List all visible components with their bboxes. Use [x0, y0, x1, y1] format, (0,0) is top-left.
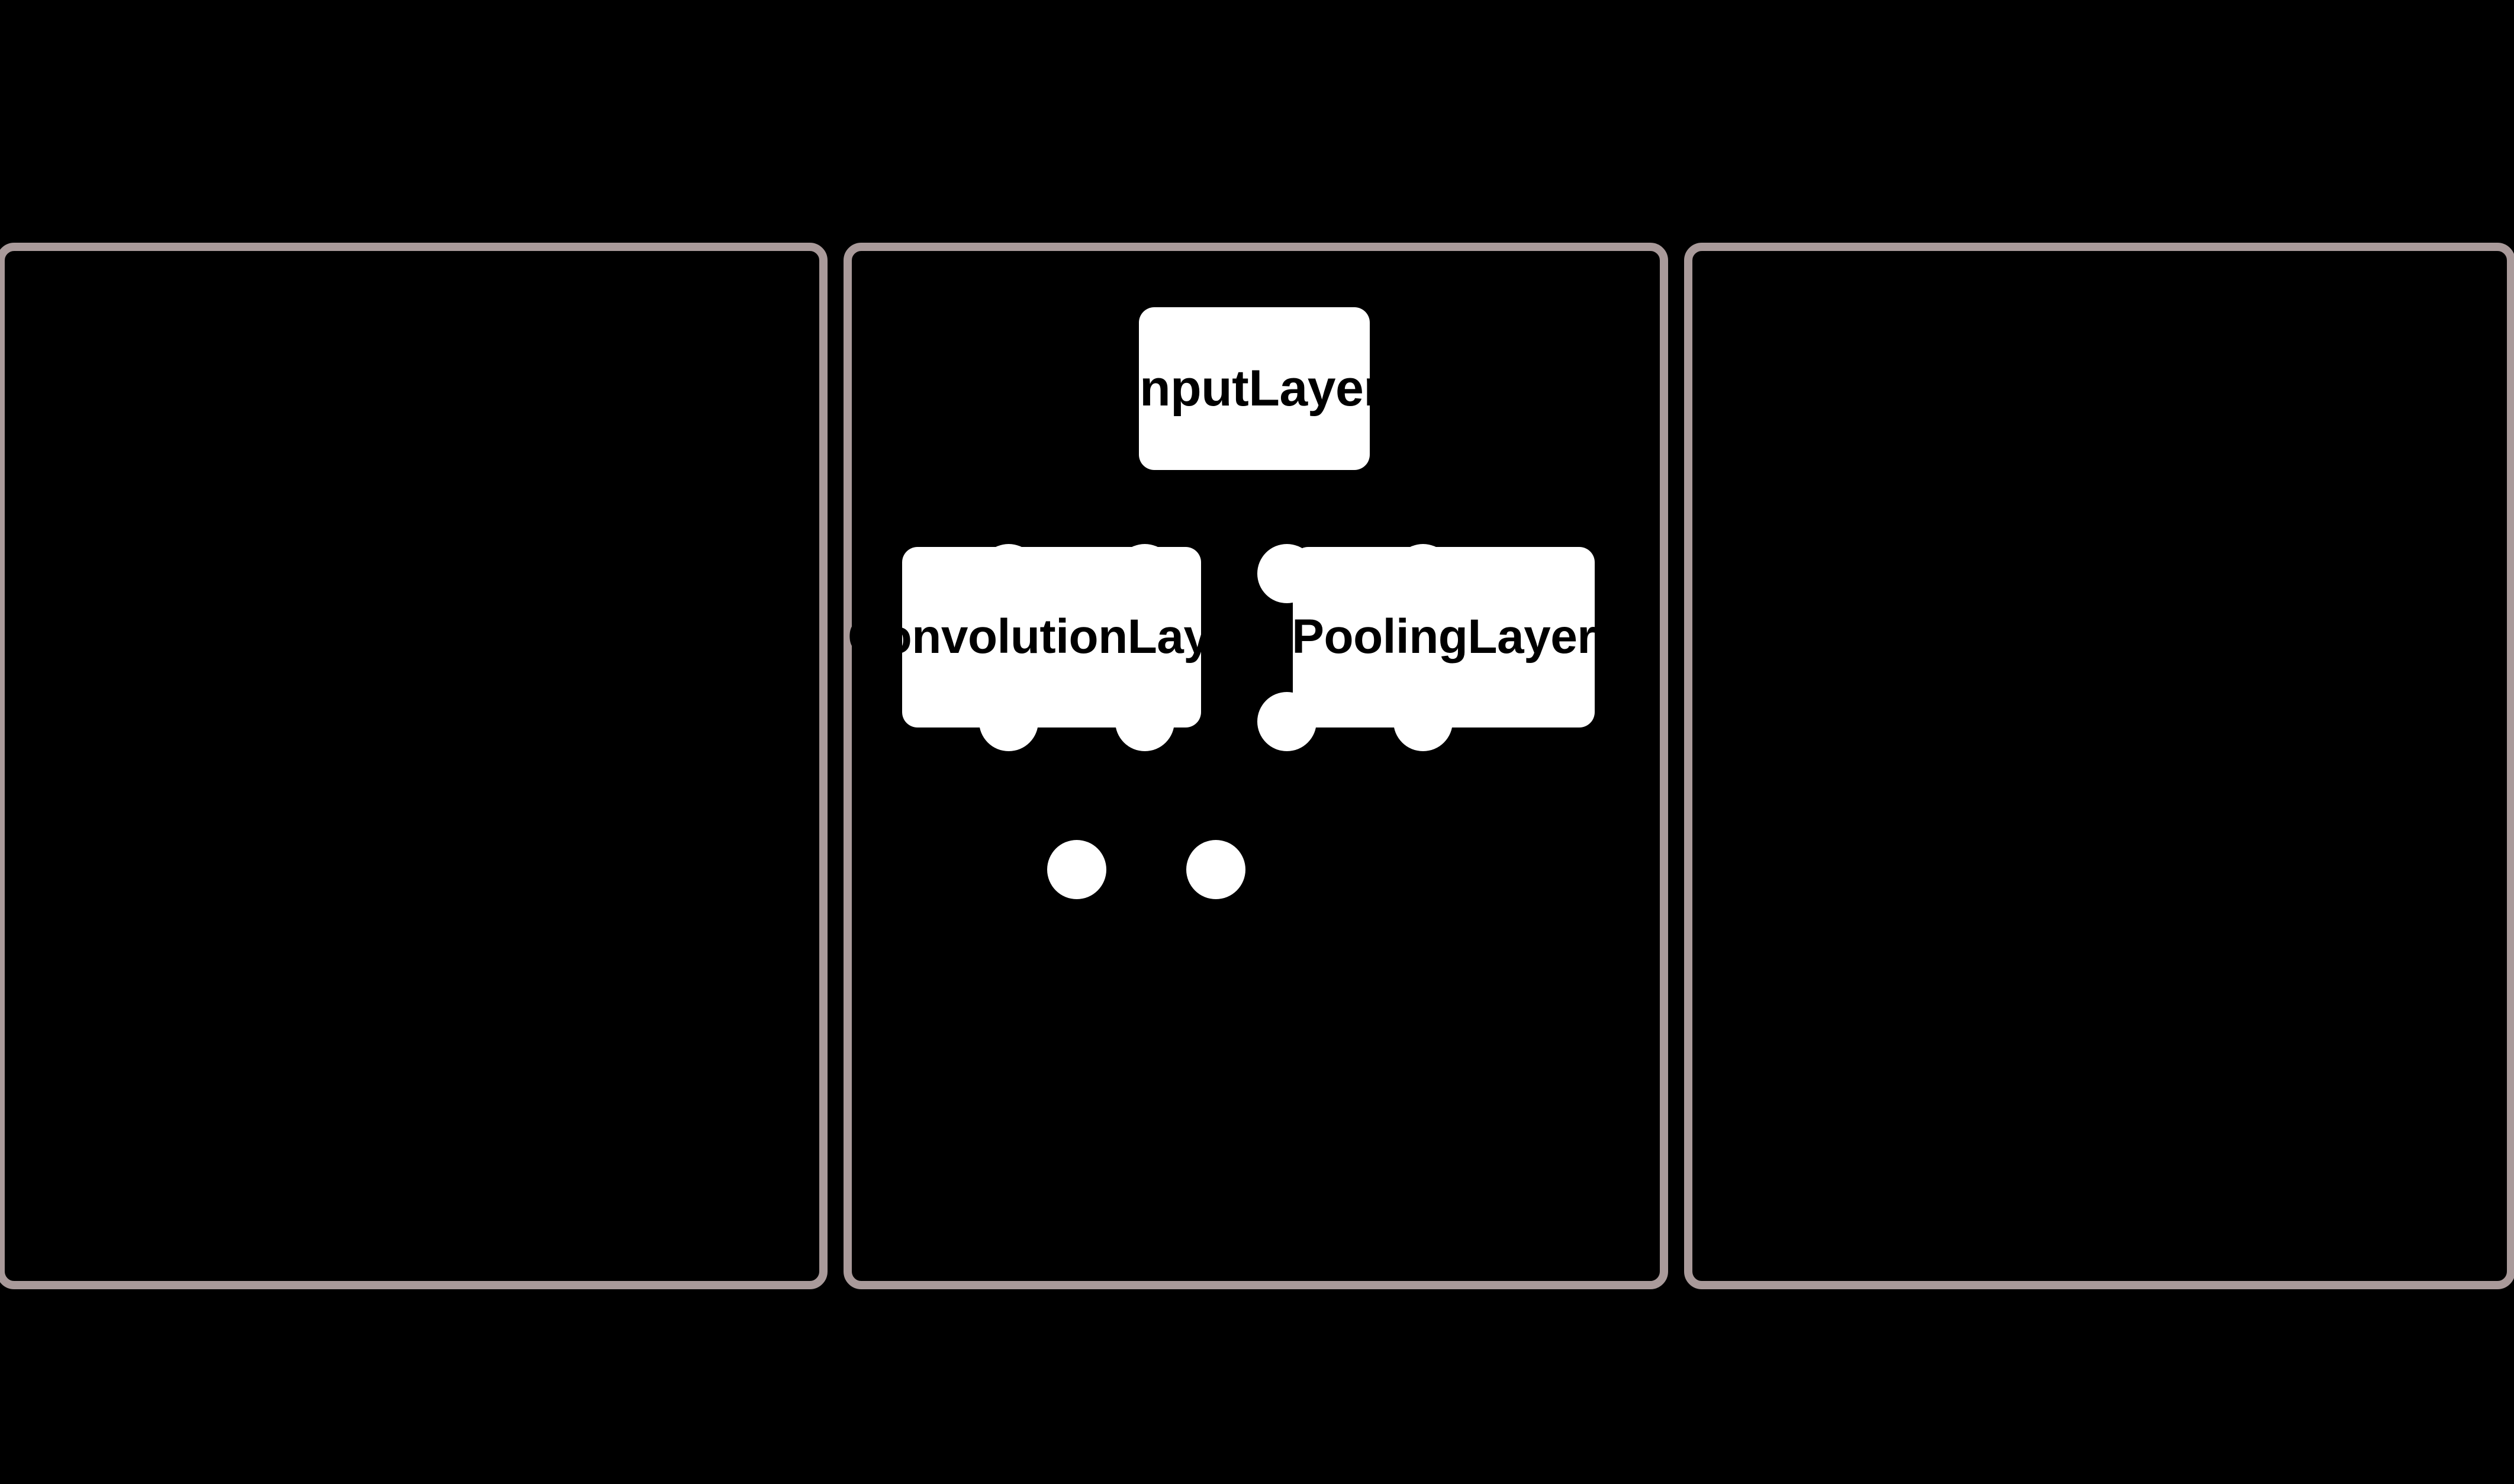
neuron-r2-c3[interactable] — [1257, 692, 1316, 751]
left-panel[interactable] — [0, 243, 828, 1289]
neuron-grid — [852, 251, 1660, 1281]
neuron-r3-c1[interactable] — [1047, 840, 1106, 899]
node-input-layer-label-line2: Layer — [1248, 360, 1383, 417]
node-pooling-layer[interactable]: Pooling Layer — [1292, 547, 1596, 727]
node-pooling-layer-label-line2: Layer — [1467, 610, 1596, 664]
node-input-layer[interactable]: Input Layer — [1126, 307, 1383, 470]
neuron-r1-c2[interactable] — [1115, 544, 1174, 603]
node-pooling-layer-label-line1: Pooling — [1292, 610, 1468, 664]
node-convolution-layer-label-line1: Convolution — [847, 610, 1128, 664]
middle-panel[interactable]: Input Layer Convolution Layer Pooling La… — [844, 243, 1668, 1289]
neuron-r2-c1[interactable] — [979, 692, 1038, 751]
neuron-r2-c2[interactable] — [1115, 692, 1174, 751]
node-convolution-layer-label-line2: Layer — [1127, 610, 1256, 664]
neuron-r1-c4[interactable] — [1393, 544, 1453, 603]
neuron-r1-c3[interactable] — [1257, 544, 1316, 603]
neuron-r3-c2[interactable] — [1186, 840, 1245, 899]
neuron-r1-c1[interactable] — [979, 544, 1038, 603]
node-input-layer-label-line1: Input — [1125, 360, 1249, 417]
right-panel[interactable] — [1684, 243, 2514, 1289]
neuron-r2-c4[interactable] — [1393, 692, 1453, 751]
